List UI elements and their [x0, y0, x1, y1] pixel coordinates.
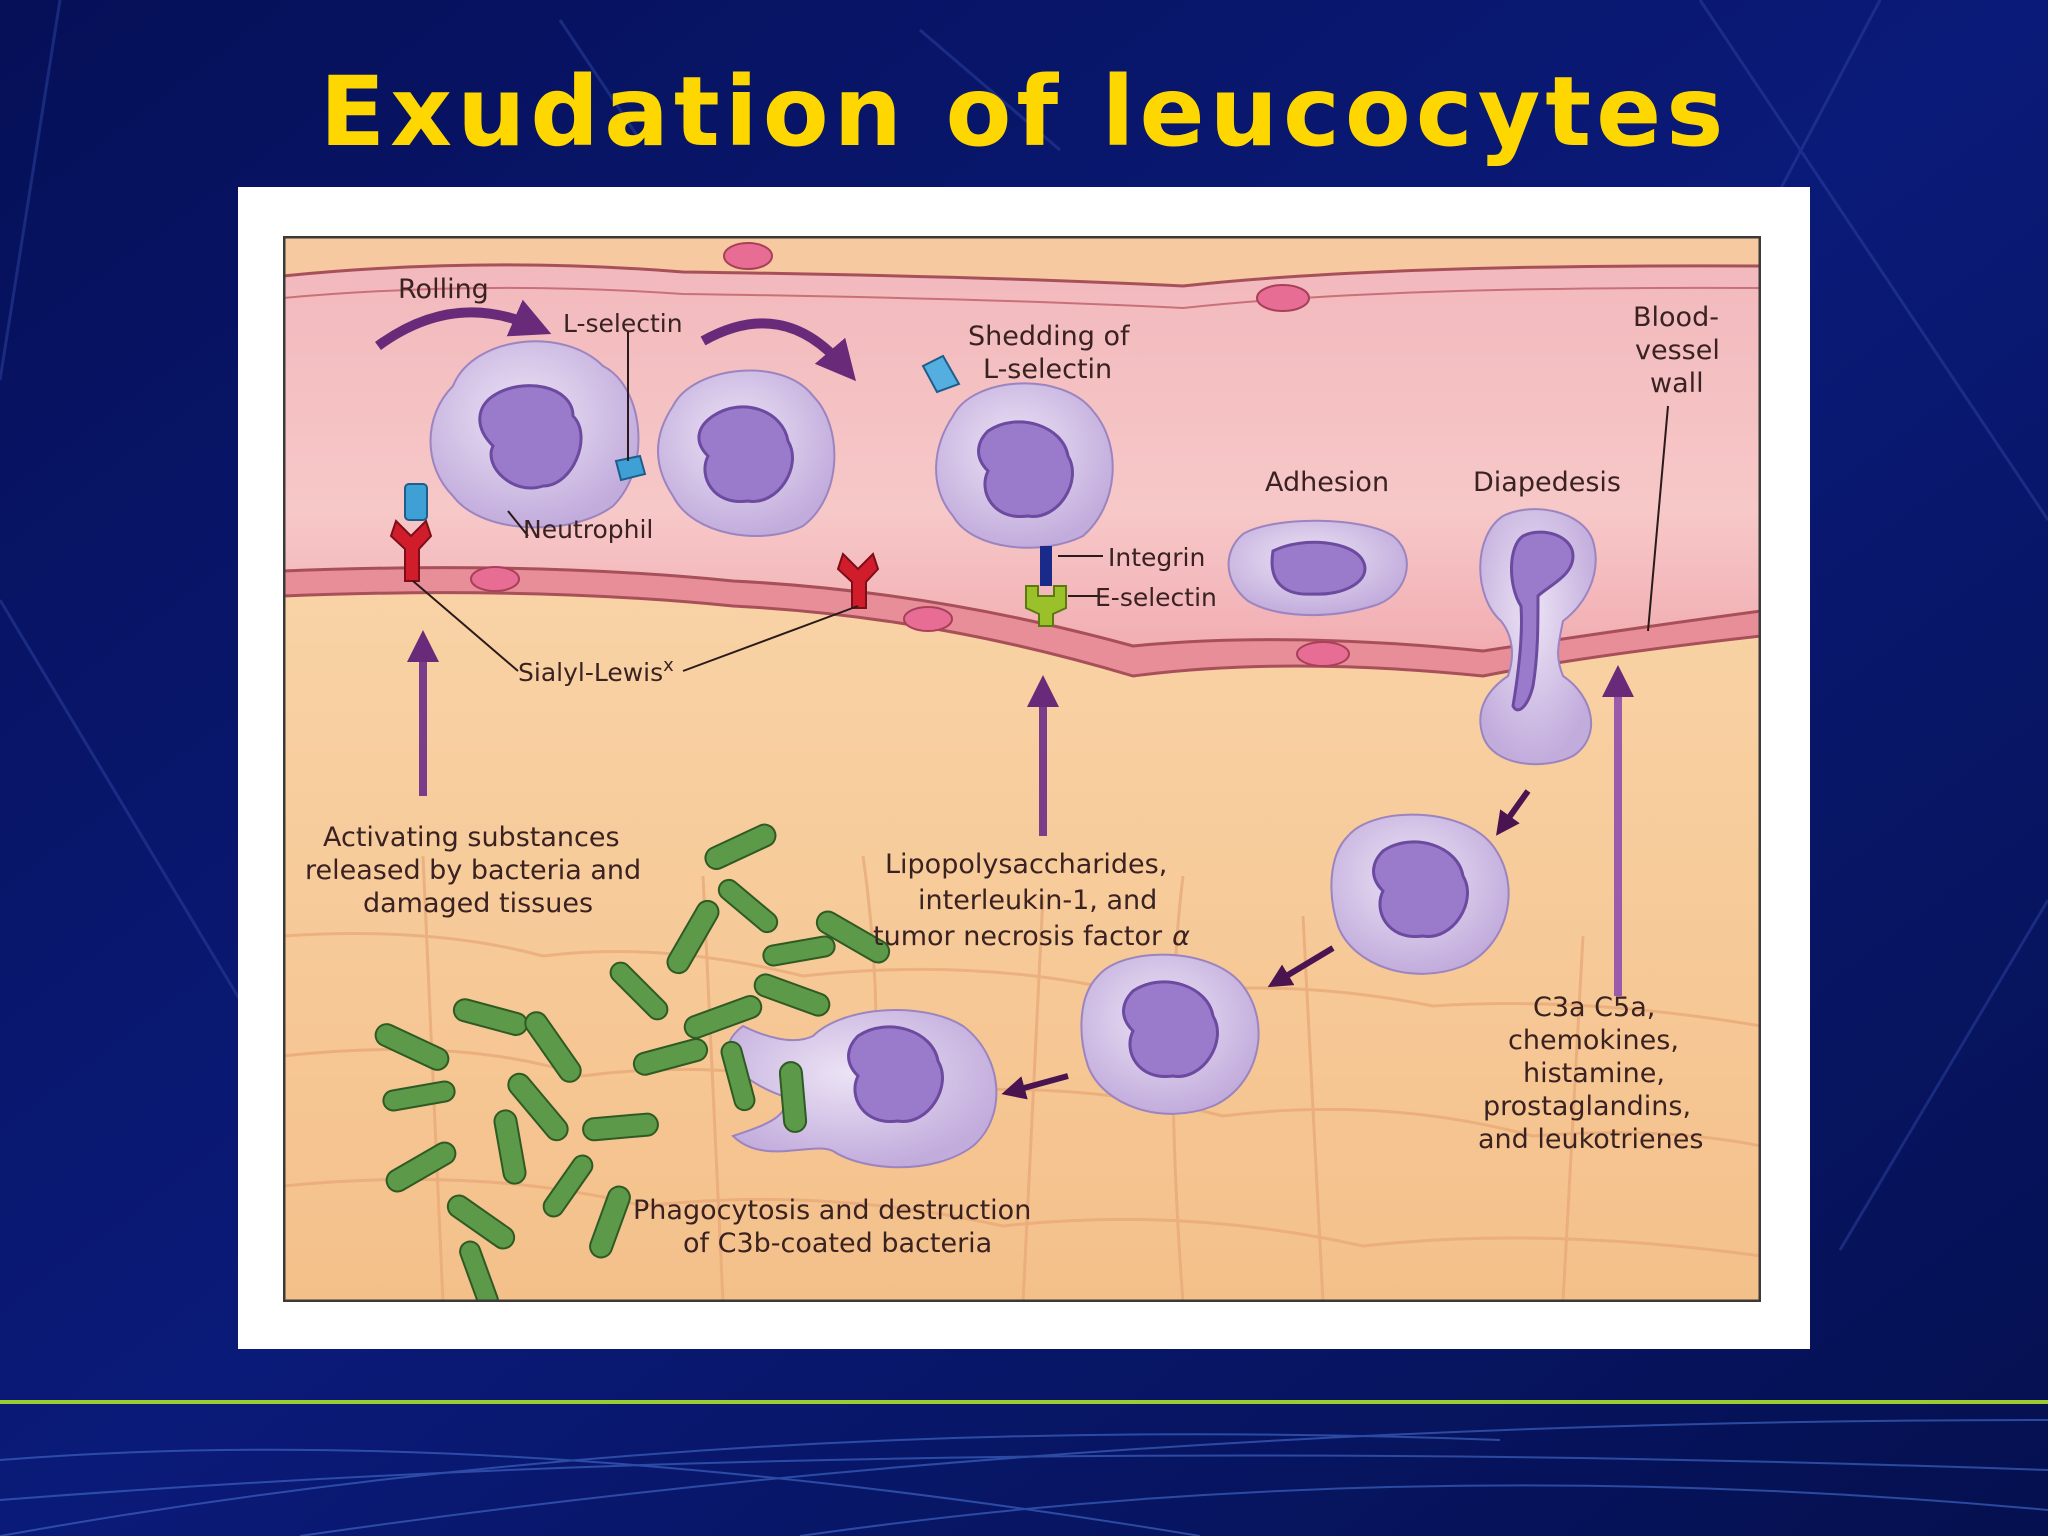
rolling-arrow-1 [375, 299, 552, 351]
label-rolling: Rolling [398, 274, 489, 305]
label-activating-2: released by bacteria and [305, 855, 641, 886]
label-integrin: Integrin [1108, 543, 1205, 572]
neutrophil-diapedesis [1479, 508, 1597, 766]
bacteria-cluster [374, 823, 891, 1302]
label-lps-1: Lipopolysaccharides, [885, 849, 1167, 880]
label-chem-1: C3a C5a, [1533, 992, 1655, 1023]
endothelial-nuclei [470, 242, 1350, 667]
label-activating-3: damaged tissues [363, 888, 593, 919]
label-chem-5: and leukotrienes [1478, 1124, 1703, 1155]
label-e-selectin: E-selectin [1095, 583, 1217, 612]
label-shedding-1: Shedding of [968, 321, 1131, 352]
label-blood-vessel-2: vessel [1635, 335, 1720, 366]
l-selectin-molecule [404, 354, 961, 521]
vessel-top-edge [283, 236, 1761, 286]
leader-lines [412, 331, 1669, 672]
label-sialyl-lewis: Sialyl-Lewisx [518, 655, 674, 687]
sialyl-lewis-molecule [389, 519, 880, 609]
leukocyte-exudation-diagram: Rolling L-selectin Shedding of L-selecti… [283, 236, 1761, 1302]
migration-arrow-3 [1001, 1073, 1069, 1100]
e-selectin-molecule [1025, 585, 1067, 627]
label-l-selectin: L-selectin [563, 309, 683, 338]
slide-title: Exudation of leucocytes [319, 56, 1729, 168]
rolling-arrow-2 [700, 318, 857, 382]
label-blood-vessel-1: Blood- [1633, 302, 1719, 333]
diagram-border [283, 236, 1761, 1302]
neutrophil-rolling-2 [657, 369, 836, 537]
label-neutrophil: Neutrophil [523, 515, 653, 544]
tissue-cells [283, 855, 1761, 1302]
neutrophil-rolling-1 [429, 340, 640, 529]
neutrophil-shedding [935, 382, 1114, 549]
neutrophil-adhesion [1227, 519, 1408, 617]
label-chem-3: histamine, [1523, 1058, 1665, 1089]
label-adhesion: Adhesion [1265, 467, 1389, 498]
integrin-molecule [1040, 546, 1052, 586]
label-phago-1: Phagocytosis and destruction [633, 1195, 1031, 1226]
migration-arrow-2 [1267, 945, 1335, 988]
label-lps-2: interleukin-1, and [918, 885, 1157, 916]
neutrophil-migrating-1 [1330, 813, 1510, 975]
migration-arrow-1 [1496, 789, 1531, 836]
label-chem-2: chemokines, [1508, 1025, 1679, 1056]
label-diapedesis: Diapedesis [1473, 467, 1621, 498]
label-shedding-2: L-selectin [983, 354, 1112, 385]
label-chem-4: prostaglandins, [1483, 1091, 1691, 1122]
vessel-lower-wall [283, 566, 1761, 678]
label-blood-vessel-3: wall [1650, 368, 1704, 399]
label-activating-1: Activating substances [323, 822, 620, 853]
label-phago-2: of C3b-coated bacteria [683, 1228, 992, 1259]
neutrophil-migrating-2 [1080, 953, 1260, 1115]
